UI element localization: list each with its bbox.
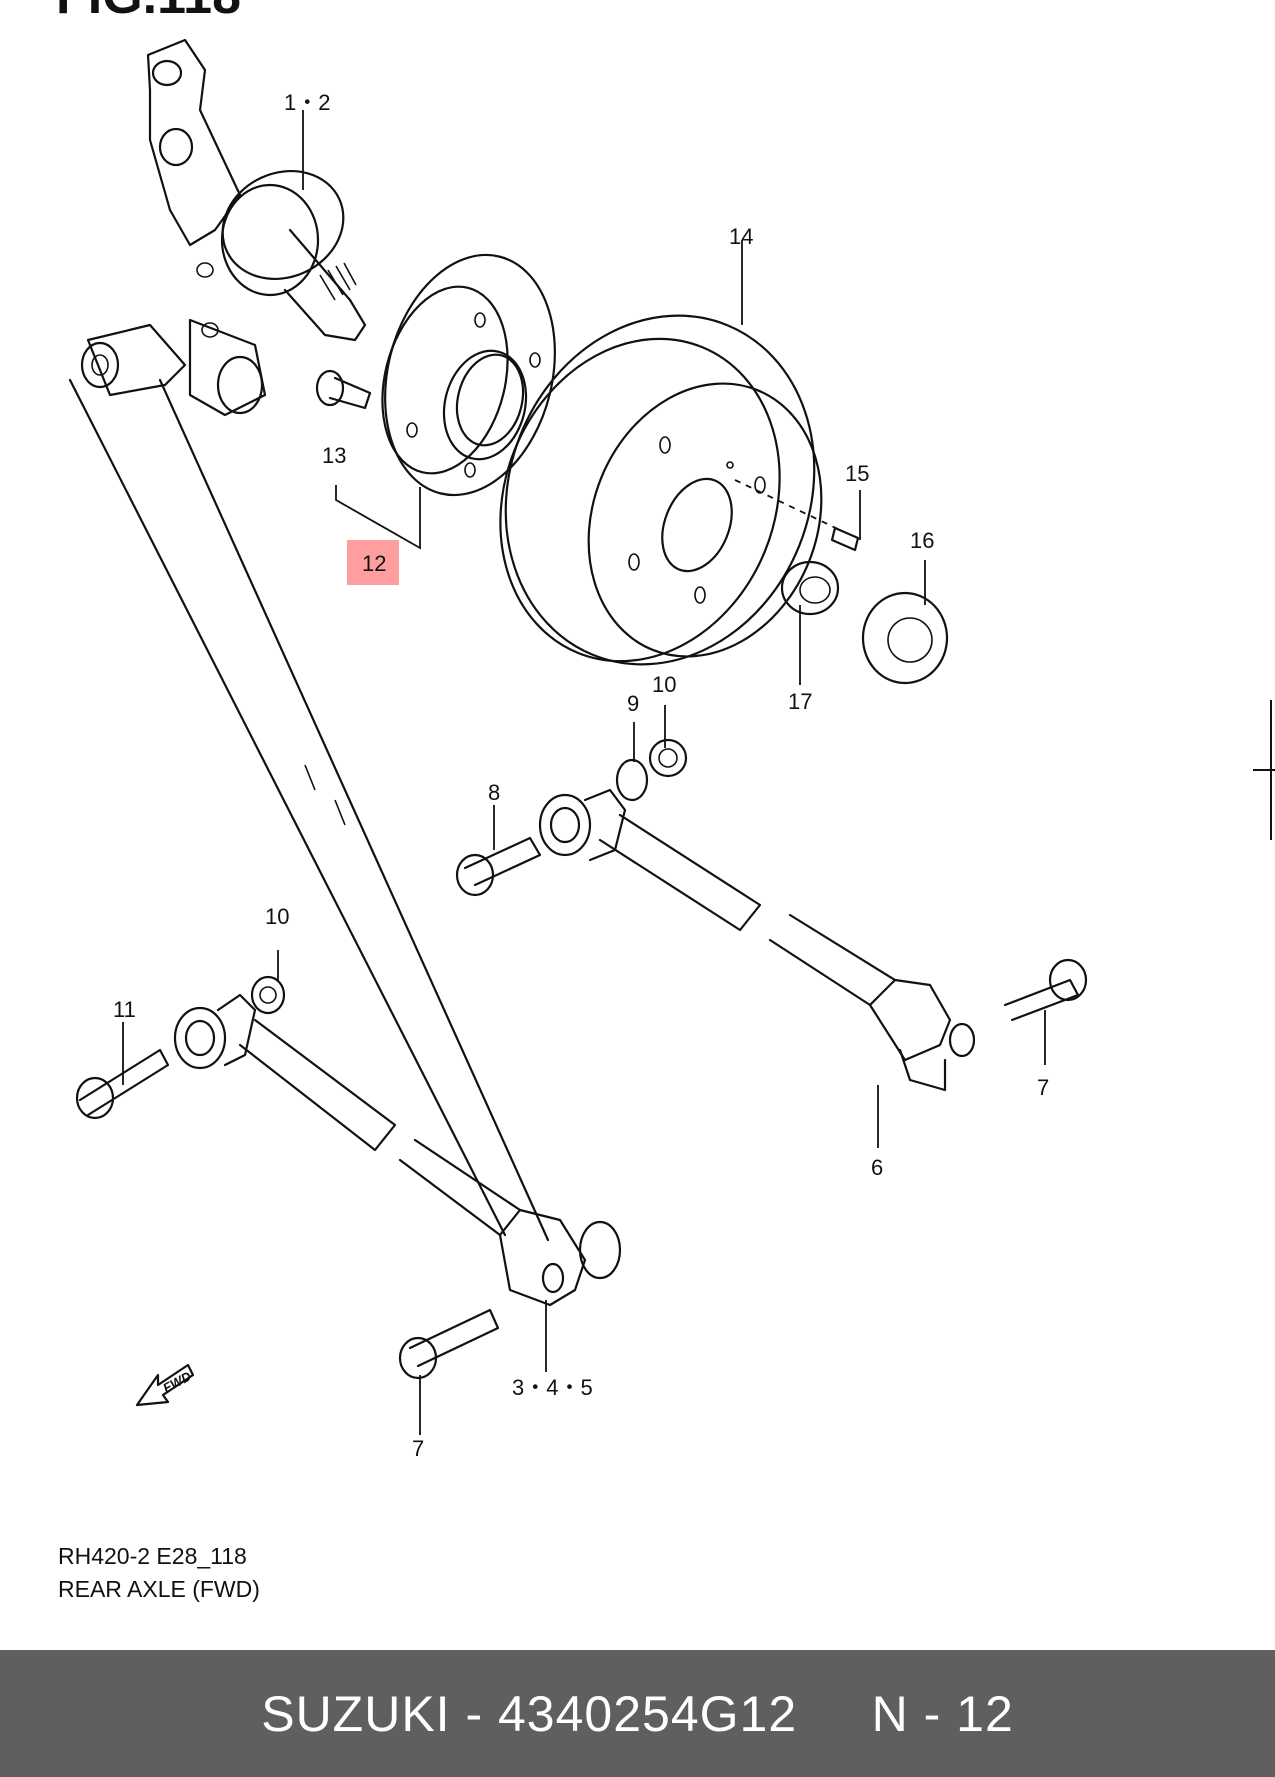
edge-mark — [1253, 700, 1275, 840]
hub-drawing — [315, 253, 556, 497]
rear-axle-diagram: FWD 1・2 14 13 12 15 16 17 10 9 8 10 11 7 — [68, 38, 1088, 1461]
callout-14[interactable]: 14 — [729, 224, 753, 249]
footer-text: SUZUKI - 4340254G12 N - 12 — [261, 1685, 1014, 1742]
callout-16[interactable]: 16 — [910, 528, 934, 553]
diagram-name: REAR AXLE (FWD) — [58, 1576, 260, 1602]
leader-lines — [122, 110, 1046, 1435]
callout-12[interactable]: 12 — [362, 551, 386, 576]
trailing-arm-drawing — [68, 323, 550, 1242]
callout-6[interactable]: 6 — [871, 1155, 883, 1180]
figure-title: FIG.118 — [56, 0, 241, 26]
fwd-arrow: FWD — [135, 1363, 195, 1407]
callout-8[interactable]: 8 — [488, 780, 500, 805]
callouts: 1・2 14 13 12 15 16 17 10 9 8 10 11 7 6 3… — [113, 90, 1049, 1461]
callout-3-4-5[interactable]: 3・4・5 — [512, 1375, 593, 1400]
callout-13[interactable]: 13 — [322, 443, 346, 468]
diagram-code: RH420-2 E28_118 — [58, 1543, 247, 1569]
callout-7-lower[interactable]: 7 — [412, 1436, 424, 1461]
lower-lateral-rod-drawing — [75, 975, 622, 1380]
footer-bar: SUZUKI - 4340254G12 N - 12 — [0, 1650, 1275, 1777]
brake-drum-drawing — [499, 314, 823, 666]
fwd-label: FWD — [160, 1368, 194, 1395]
knuckle-drawing — [146, 38, 367, 417]
callout-9[interactable]: 9 — [627, 691, 639, 716]
callout-15[interactable]: 15 — [845, 461, 869, 486]
fasteners-upper-drawing — [734, 479, 949, 685]
callout-7-right[interactable]: 7 — [1037, 1075, 1049, 1100]
callout-1-2[interactable]: 1・2 — [284, 90, 330, 115]
callout-11[interactable]: 11 — [113, 997, 136, 1022]
part-12-highlight — [347, 540, 399, 585]
callout-10-upper[interactable]: 10 — [652, 672, 676, 697]
callout-17[interactable]: 17 — [788, 689, 812, 714]
callout-10-lower[interactable]: 10 — [265, 904, 289, 929]
upper-lateral-rod-drawing — [455, 738, 1088, 1092]
